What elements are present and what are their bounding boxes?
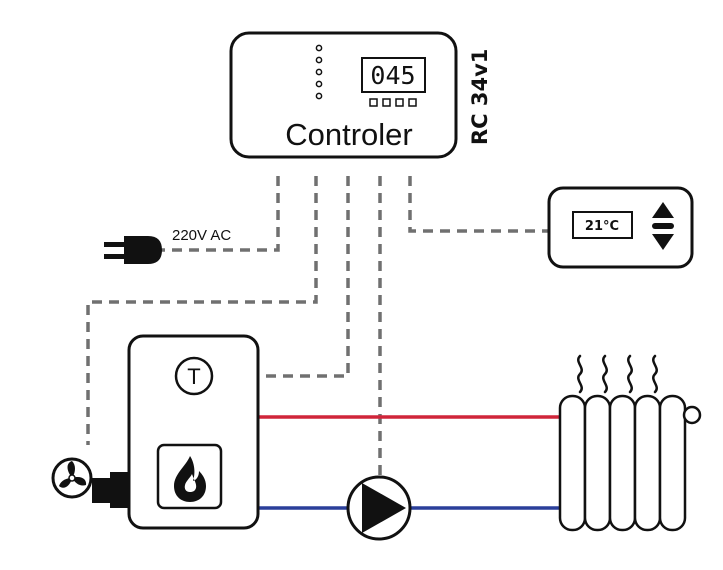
- fan-wire: [86, 176, 318, 445]
- room-thermostat: 21°C: [547, 186, 694, 269]
- led-indicators: [315, 44, 323, 100]
- controller-model: RC 34v1: [468, 49, 492, 145]
- controller-display: [361, 57, 426, 93]
- thermostat-temperature: 21°C: [585, 219, 619, 234]
- sensor-label: T: [187, 364, 200, 389]
- power-wire: [160, 176, 280, 252]
- radiator-icon: [558, 354, 702, 532]
- display-readout: 045: [370, 61, 415, 90]
- flame-icon: [174, 456, 206, 502]
- thermostat-wire: [408, 176, 548, 233]
- controller-name: Controler: [285, 117, 413, 152]
- fan-icon: [51, 457, 130, 508]
- temperature-sensor-icon: T: [174, 356, 214, 396]
- power-label: 220V AC: [172, 227, 231, 244]
- controller-unit: 045 Controler: [229, 31, 458, 159]
- thermostat-display: [572, 211, 633, 239]
- heat-waves: [577, 354, 658, 394]
- pump-icon: [346, 475, 412, 541]
- controller-buttons: [369, 98, 417, 107]
- power-plug-icon: [104, 236, 162, 264]
- up-down-arrows-icon: [652, 202, 674, 250]
- boiler: T: [127, 334, 260, 530]
